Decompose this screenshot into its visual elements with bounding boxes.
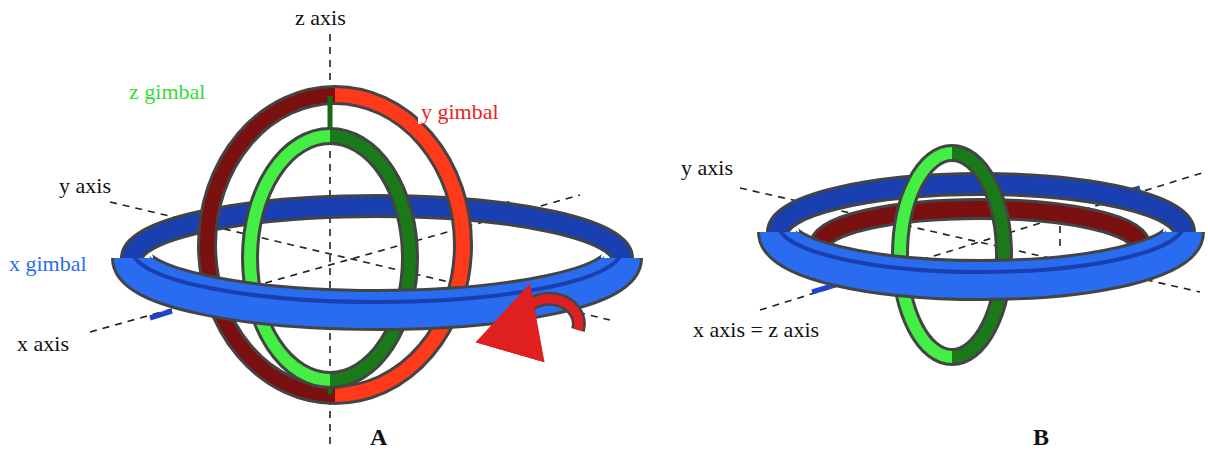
panel-letter: B	[1030, 424, 1052, 450]
panel-letter: A	[367, 424, 390, 450]
gimbal-label: x gimbal	[6, 252, 90, 276]
axis-label: x axis = z axis	[690, 318, 822, 342]
axis-label: y axis	[56, 174, 114, 198]
gimbal-label: y gimbal	[418, 100, 502, 124]
axis-label: z axis	[292, 6, 349, 30]
axis-label: x axis	[14, 332, 72, 356]
axis-label: y axis	[678, 156, 736, 180]
gimbal-label: z gimbal	[126, 80, 208, 104]
panel-a	[90, 34, 622, 448]
